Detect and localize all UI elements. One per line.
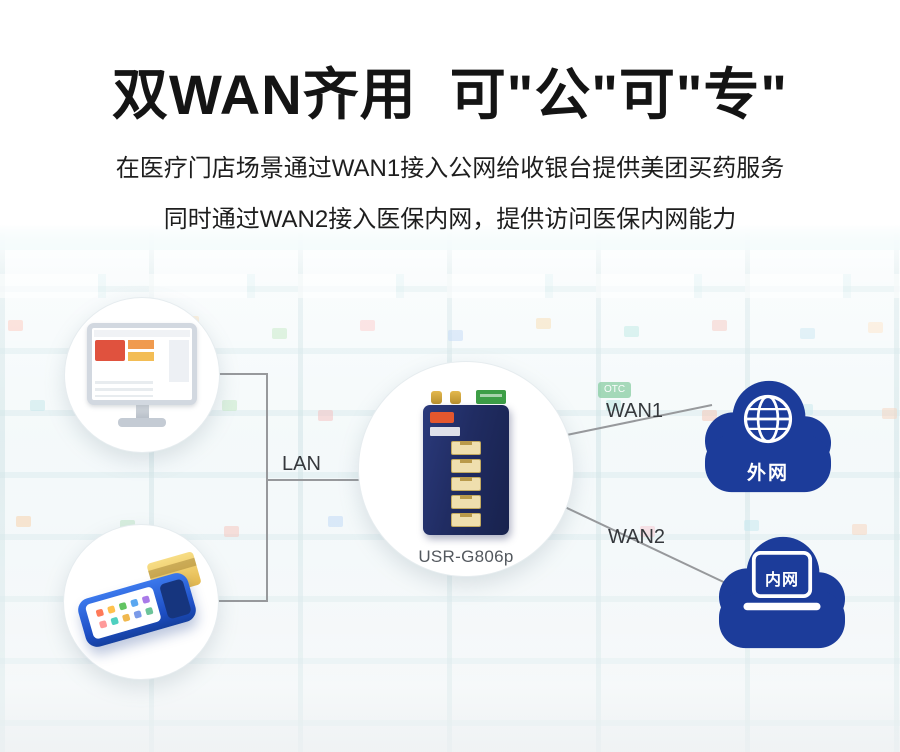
router-body (423, 405, 509, 535)
subtitle-line-1: 在医疗门店场景通过WAN1接入公网给收银台提供美团买药服务 (115, 155, 785, 182)
screen-tile (128, 340, 154, 349)
terminal-block-icon (476, 390, 506, 404)
pos-terminal-screen (84, 585, 162, 640)
ethernet-port (451, 459, 481, 473)
pos-terminal-node (63, 524, 219, 680)
monitor-stand-neck (135, 405, 149, 418)
antenna-connector-icon (450, 391, 461, 404)
usr-logo-badge (430, 412, 454, 423)
wan2-label: WAN2 (608, 526, 666, 548)
router-illustration: USR-G806p (359, 362, 573, 576)
screen-sidebar (169, 340, 189, 382)
internal-network-cloud: 内网 (708, 528, 856, 656)
pos-terminal-printer (158, 578, 192, 620)
ethernet-port (451, 495, 481, 509)
external-network-label: 外网 (746, 463, 789, 484)
antenna-connector-icon (431, 391, 442, 404)
router-top-connectors (423, 388, 509, 405)
ethernet-ports (451, 441, 481, 527)
screen-tile (95, 340, 125, 361)
pos-monitor-node (64, 297, 220, 453)
app-icons-grid (95, 608, 105, 618)
ethernet-port (451, 513, 481, 527)
monitor-stand-base (118, 418, 166, 427)
page-title: 双WAN齐用 可"公"可"专" (112, 63, 788, 126)
monitor-screen (87, 323, 197, 405)
screen-tile (128, 352, 154, 361)
pos-terminal-illustration (75, 570, 199, 650)
subtitle-line-2: 同时通过WAN2接入医保内网，提供访问医保内网能力 (163, 206, 737, 233)
internal-network-label: 内网 (764, 572, 799, 589)
pos-monitor-illustration (65, 298, 219, 452)
router-node: USR-G806p (358, 361, 574, 577)
screen-list-rows (95, 381, 153, 397)
external-network-cloud: 外网 (694, 372, 842, 500)
ethernet-port (451, 441, 481, 455)
ethernet-port (451, 477, 481, 491)
router-model-label: USR-G806p (418, 547, 514, 566)
wan1-label: WAN1 (606, 400, 664, 422)
lan-label: LAN (282, 453, 321, 475)
laptop-icon (743, 551, 821, 611)
device-label-plate (430, 427, 460, 436)
screen-toolbar (94, 330, 190, 337)
globe-icon (743, 394, 793, 444)
